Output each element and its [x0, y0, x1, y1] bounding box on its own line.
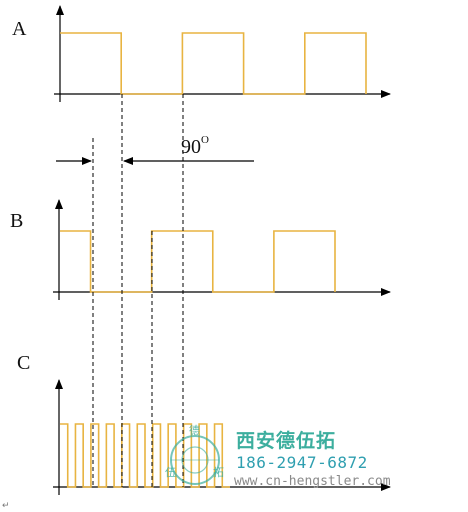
waveforms-group	[60, 32, 367, 488]
phase-label: 90O	[181, 134, 209, 159]
waveform-a	[60, 32, 367, 95]
watermark-logo: 德伍 拓	[165, 423, 224, 485]
waveform-b	[60, 230, 336, 293]
dashed-guides-group	[92, 94, 184, 487]
watermark-url: www.cn-hengstler.com	[234, 474, 391, 489]
signal-a-label: A	[12, 18, 27, 40]
logo-char-3: 拓	[213, 465, 224, 479]
phase-value: 90	[181, 136, 201, 158]
signal-b-label: B	[10, 210, 24, 232]
corner-mark: ↵	[2, 500, 10, 510]
watermark-company-name: 西安德伍拓	[236, 430, 337, 452]
phase-unit: O	[201, 134, 209, 147]
waveform-c	[60, 423, 230, 488]
axes-group	[53, 5, 391, 495]
logo-char-2: 伍	[165, 466, 176, 479]
logo-char-1: 德	[189, 423, 200, 437]
signal-c-label: C	[17, 352, 31, 374]
watermark-phone: 186-2947-6872	[236, 453, 368, 472]
